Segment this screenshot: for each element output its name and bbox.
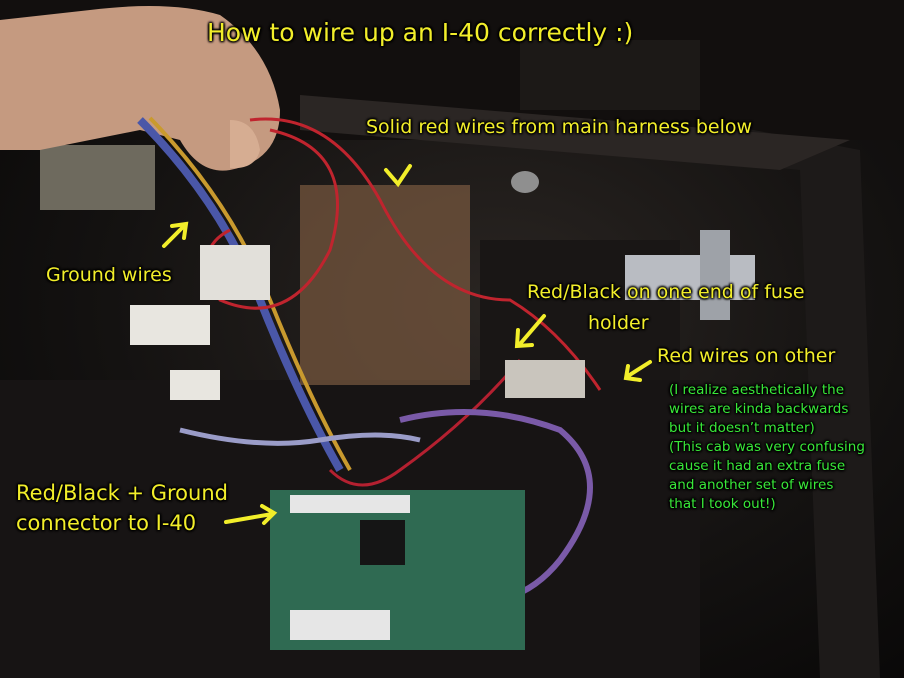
fuse-holder bbox=[505, 360, 585, 398]
cabinet-top-edge bbox=[300, 95, 850, 170]
photo-title: How to wire up an I-40 correctly :) bbox=[207, 18, 634, 47]
caption-note: (I realize aesthetically the wires are k… bbox=[669, 382, 865, 512]
thumb bbox=[230, 120, 260, 169]
bolt-head bbox=[511, 171, 539, 193]
metal-bracket bbox=[625, 255, 755, 300]
i40-header-connector bbox=[290, 495, 410, 513]
arrow-red-other bbox=[623, 360, 652, 382]
cardboard-piece bbox=[300, 185, 470, 385]
arrow-ground bbox=[162, 221, 189, 248]
caption-red-wires-other: Red wires on other bbox=[657, 345, 836, 367]
red-wire-3 bbox=[328, 359, 522, 487]
caption-connector: Red/Black + Ground connector to I-40 bbox=[16, 481, 228, 535]
red-wire-1 bbox=[249, 117, 602, 391]
pcb-edge bbox=[40, 145, 155, 210]
caption-red-black-fuse-cont: holder bbox=[588, 312, 649, 334]
i40-chip bbox=[360, 520, 405, 565]
arrow-red-black bbox=[514, 314, 546, 349]
i40-bottom-connector bbox=[290, 610, 390, 640]
white-connector-1 bbox=[130, 305, 210, 345]
caption-red-black-fuse: Red/Black on one end of fuse bbox=[527, 281, 805, 303]
top-shelf bbox=[520, 40, 700, 110]
white-connector-3 bbox=[170, 370, 220, 400]
caption-ground-wires: Ground wires bbox=[46, 264, 172, 286]
gray-wire-bundle bbox=[179, 427, 421, 446]
arrow-connector bbox=[224, 504, 278, 525]
white-connector-2 bbox=[200, 245, 270, 300]
metal-bracket-clip bbox=[700, 230, 730, 320]
caption-solid-red-wires: Solid red wires from main harness below bbox=[366, 116, 753, 138]
hand bbox=[0, 6, 280, 171]
cabinet-side-wall bbox=[700, 120, 880, 678]
arrow-solid-red bbox=[384, 164, 412, 188]
